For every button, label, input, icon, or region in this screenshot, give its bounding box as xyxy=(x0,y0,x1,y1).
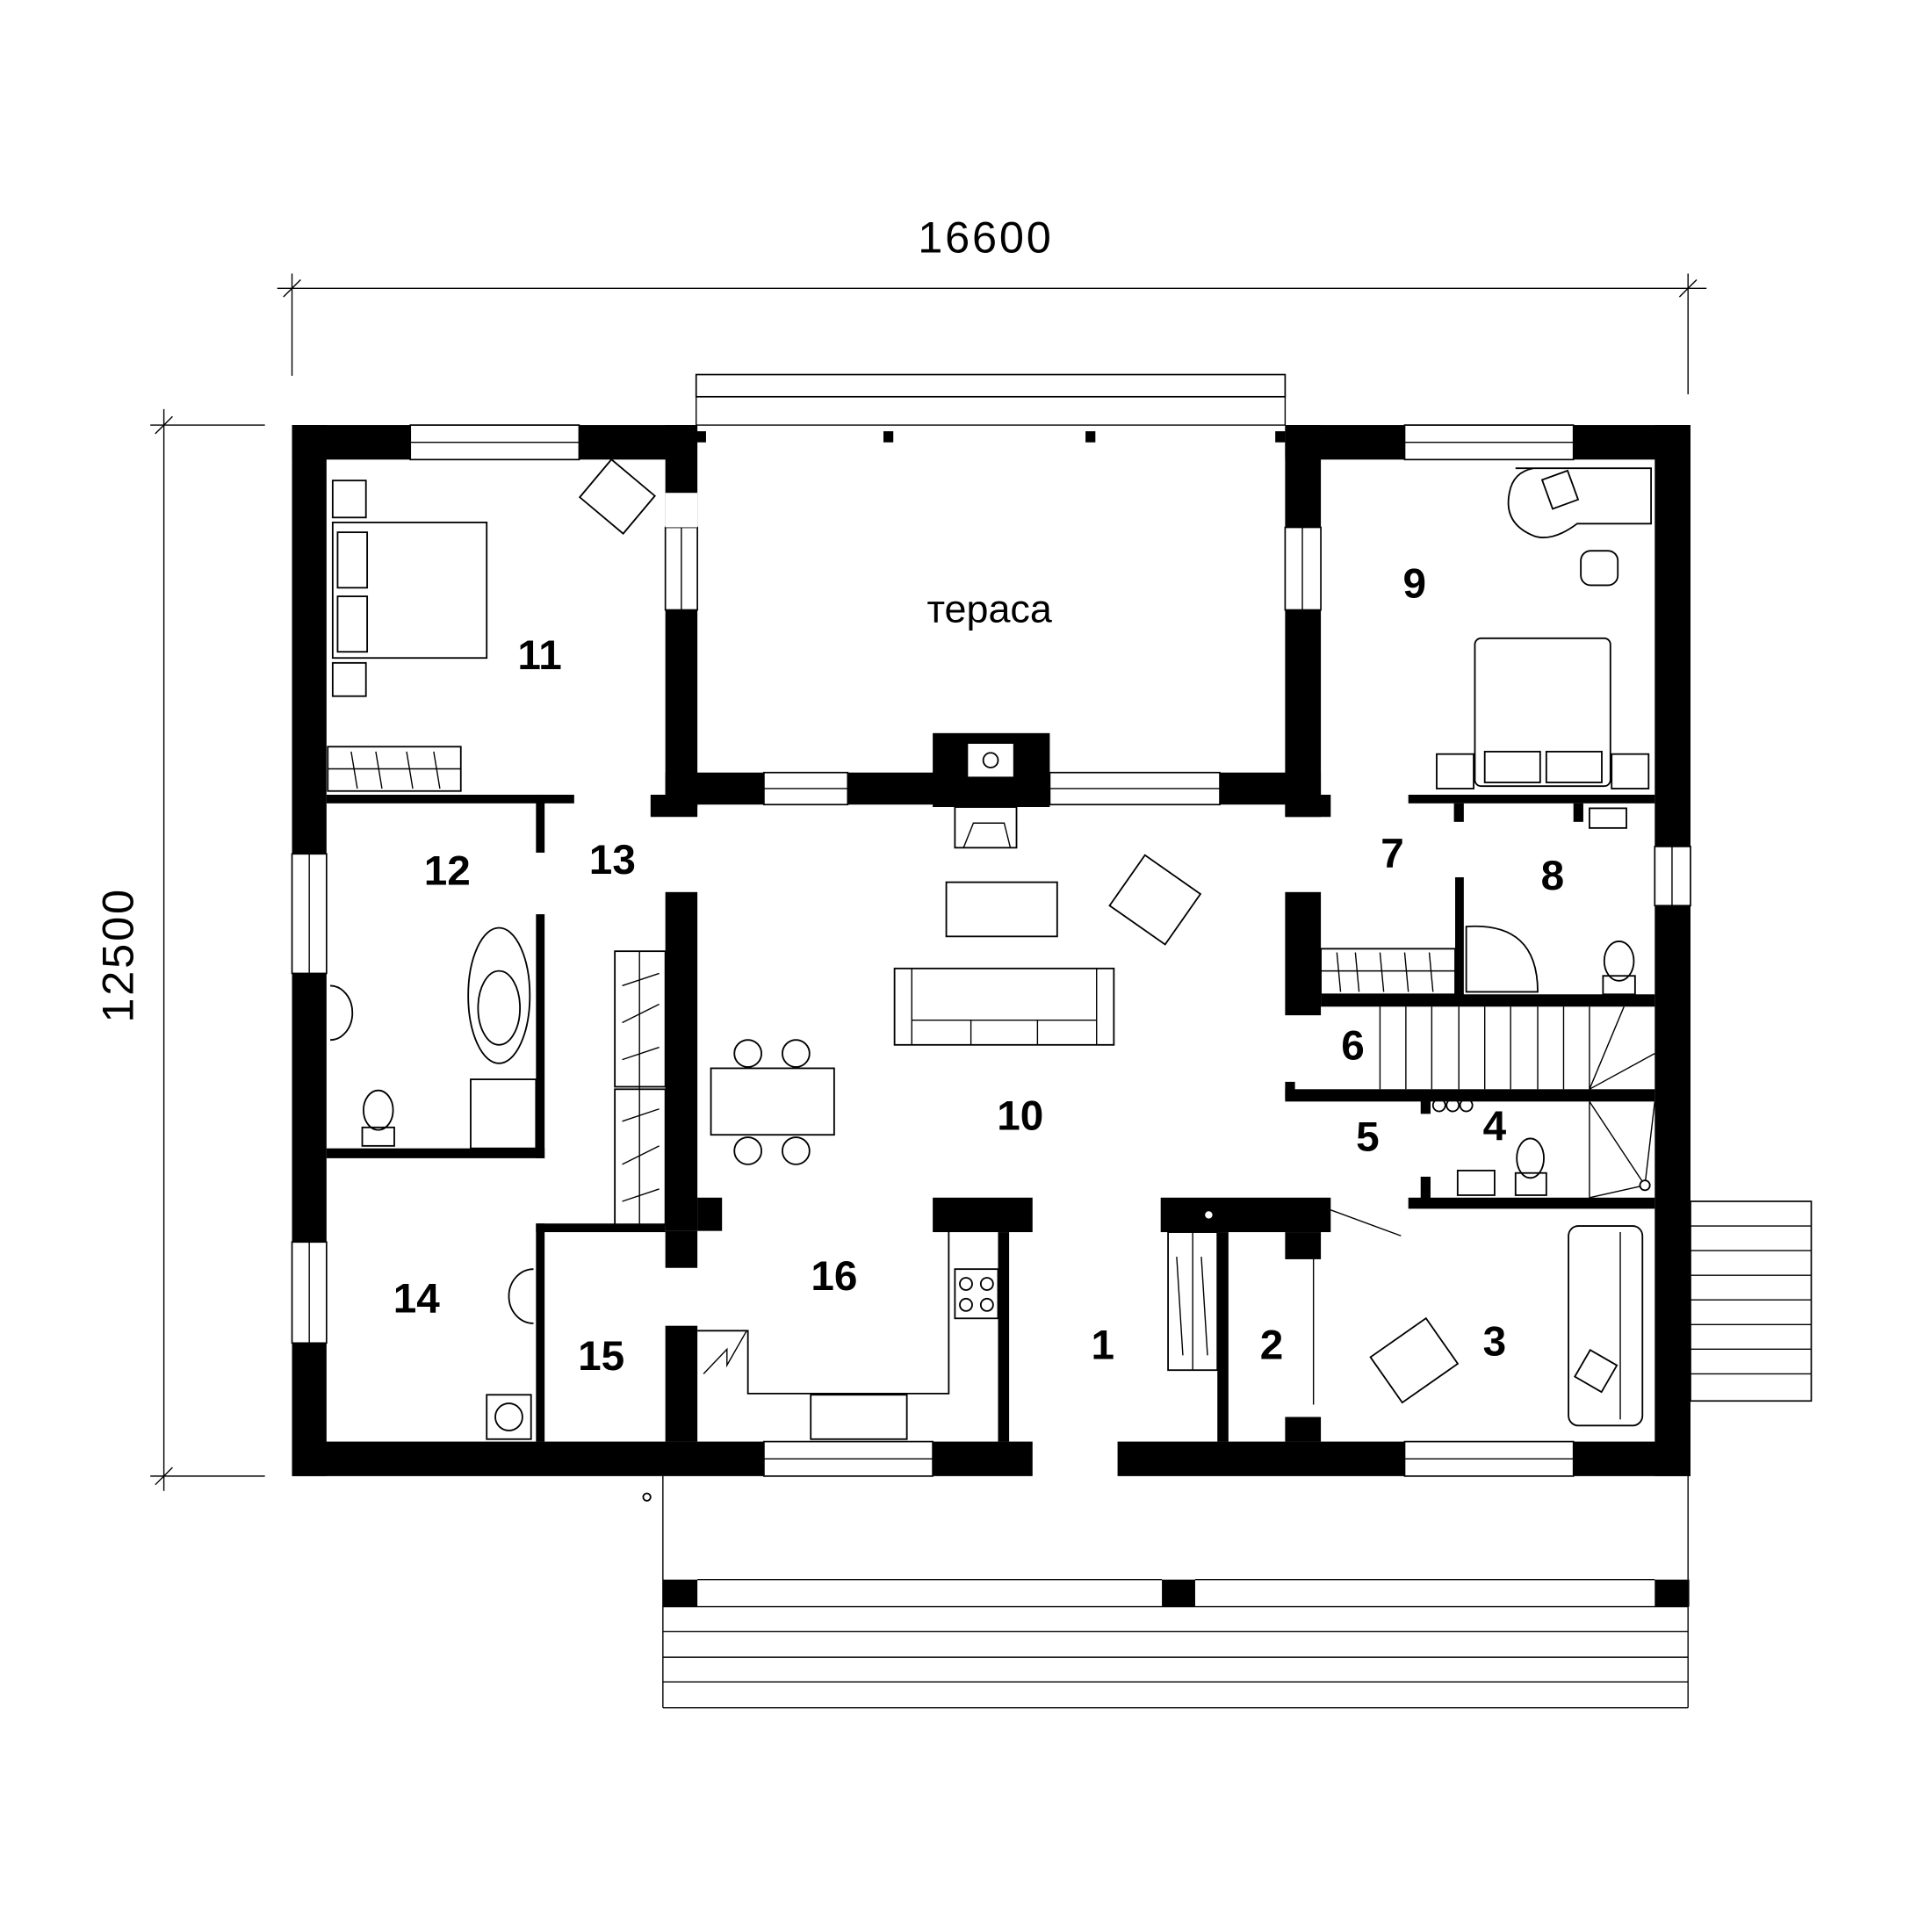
room-labels: 1 2 3 4 5 6 7 8 9 10 11 12 13 14 15 16 xyxy=(393,560,1564,1380)
windows xyxy=(291,424,1691,1477)
terrace-label: тераса xyxy=(926,587,1051,631)
desk xyxy=(1507,467,1653,538)
height-dimension-label: 12500 xyxy=(93,887,143,1022)
room-label-2: 2 xyxy=(1260,1323,1284,1369)
washbasin xyxy=(1456,1169,1496,1196)
room-label-5: 5 xyxy=(1356,1114,1380,1160)
room-label-11: 11 xyxy=(517,632,561,679)
width-dimension-label: 16600 xyxy=(918,213,1053,263)
coffee-table xyxy=(945,881,1058,938)
staircase xyxy=(1379,1006,1656,1199)
room-label-4: 4 xyxy=(1483,1103,1507,1150)
dining-table xyxy=(710,1067,835,1136)
stove xyxy=(954,1268,999,1320)
room-label-6: 6 xyxy=(1341,1023,1365,1070)
bathtub xyxy=(467,926,531,1064)
shower xyxy=(470,1078,537,1150)
room-label-15: 15 xyxy=(578,1333,624,1380)
armchair xyxy=(1369,1316,1460,1404)
height-dimension: 12500 xyxy=(93,408,265,1491)
sofa xyxy=(893,967,1115,1046)
room-label-3: 3 xyxy=(1483,1318,1507,1365)
bed xyxy=(331,521,488,660)
sofa xyxy=(1568,1225,1644,1427)
front-porch xyxy=(642,1475,1690,1709)
bed xyxy=(1474,637,1611,788)
washbasin xyxy=(330,984,354,1042)
room-label-16: 16 xyxy=(811,1253,857,1300)
toilet xyxy=(1516,1137,1545,1179)
shower-cabin xyxy=(1465,925,1539,993)
width-dimension: 16600 xyxy=(277,213,1707,394)
toilet xyxy=(362,1089,394,1131)
door-swing xyxy=(1330,1209,1402,1236)
washbasin xyxy=(508,1268,534,1324)
furniture xyxy=(327,458,1653,1440)
armchair xyxy=(1108,854,1202,946)
interior-walls xyxy=(326,794,1655,1442)
washing-machine xyxy=(486,1394,532,1440)
room-label-7: 7 xyxy=(1381,831,1404,877)
sink xyxy=(810,1394,908,1440)
room-label-8: 8 xyxy=(1541,853,1565,899)
room-label-12: 12 xyxy=(424,847,471,894)
room-label-10: 10 xyxy=(997,1093,1043,1140)
room-label-9: 9 xyxy=(1402,560,1426,607)
side-steps xyxy=(1690,1200,1813,1402)
armchair xyxy=(578,458,656,535)
room-label-14: 14 xyxy=(393,1275,441,1322)
chair xyxy=(1580,550,1619,587)
rear-terrace: тераса xyxy=(695,373,1287,631)
room-label-13: 13 xyxy=(589,837,636,883)
toilet xyxy=(1603,941,1635,982)
room-label-1: 1 xyxy=(1091,1323,1114,1369)
washbasin xyxy=(1589,807,1627,829)
